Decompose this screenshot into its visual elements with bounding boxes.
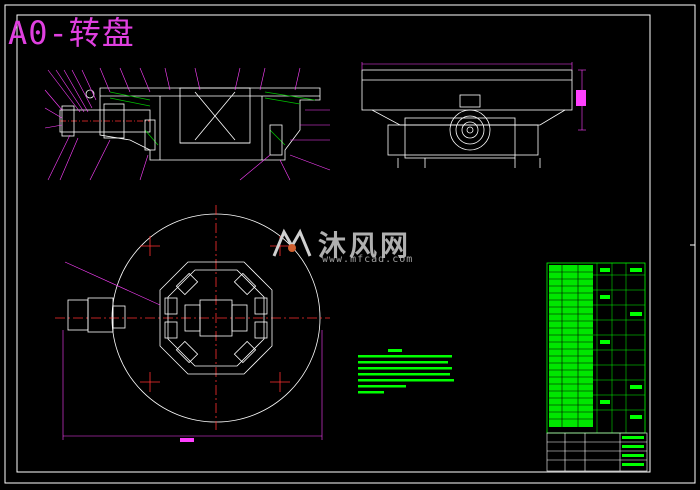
technical-notes (358, 349, 454, 394)
bill-of-materials (546, 262, 646, 434)
watermark-brand: 沐风网 (318, 229, 412, 262)
side-view-dimensions (361, 62, 586, 131)
sheet-border (4, 4, 696, 484)
side-view (361, 69, 573, 168)
plan-view (55, 205, 330, 430)
mfcad-logo-icon (272, 228, 312, 257)
watermark-url: www.mfcad.com (322, 254, 414, 265)
plan-view-dimensions (62, 261, 323, 442)
section-view (59, 87, 321, 161)
section-leaders (44, 67, 331, 181)
title-block (546, 432, 648, 472)
drawing-title: A0-转盘 (8, 14, 135, 52)
